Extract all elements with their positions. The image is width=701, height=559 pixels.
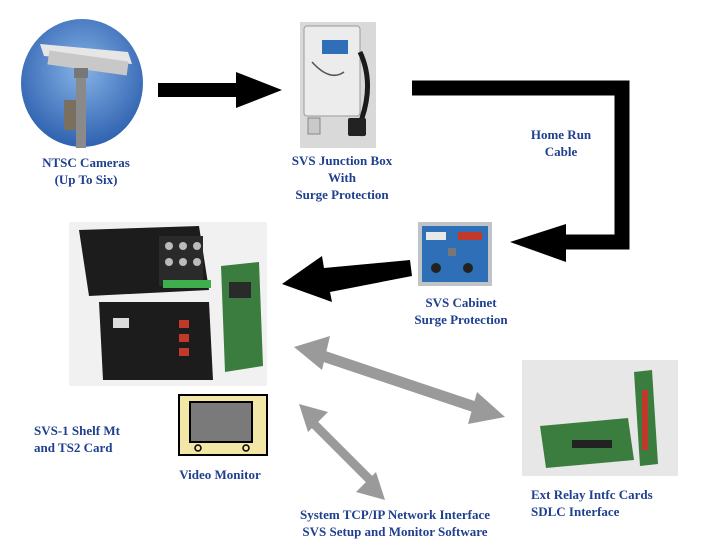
label-line: SVS Setup and Monitor Software xyxy=(302,524,488,539)
label-line: Surge Protection xyxy=(295,187,389,202)
label-line: SVS Cabinet xyxy=(425,295,497,310)
junction-box-image xyxy=(300,22,376,148)
label-video-monitor: Video Monitor xyxy=(160,466,280,483)
label-line: With xyxy=(328,170,356,185)
relay-interface-cards-image xyxy=(522,360,678,476)
label-line: System TCP/IP Network Interface xyxy=(299,507,491,522)
cabinet-surge-image xyxy=(418,222,492,286)
label-svs-cabinet: SVS Cabinet Surge Protection xyxy=(396,294,526,328)
label-junction-box: SVS Junction Box With Surge Protection xyxy=(262,152,422,203)
label-line: NTSC Cameras xyxy=(42,155,130,170)
label-home-run-cable: Home Run Cable xyxy=(516,126,606,160)
label-ntsc-cameras: NTSC Cameras (Up To Six) xyxy=(22,154,150,188)
arrow-shelf-relay-double xyxy=(294,336,505,424)
label-line: Surge Protection xyxy=(414,312,508,327)
label-line: and TS2 Card xyxy=(34,440,113,455)
label-line: SVS-1 Shelf Mt xyxy=(34,423,120,438)
home-run-cable-arrow xyxy=(412,80,630,262)
label-svs-shelf: SVS-1 Shelf Mt and TS2 Card xyxy=(34,422,154,456)
video-monitor-icon xyxy=(178,394,268,456)
arrow-network-double xyxy=(299,404,385,500)
svs-shelf-mount-image xyxy=(69,222,267,386)
arrow-camera-to-junction xyxy=(158,72,282,108)
label-line: (Up To Six) xyxy=(54,172,118,187)
label-line: SDLC Interface xyxy=(531,504,620,519)
label-line: Cable xyxy=(544,144,578,159)
label-line: SVS Junction Box xyxy=(291,153,393,168)
label-line: Home Run xyxy=(530,127,592,142)
label-relay-cards: Ext Relay Intfc Cards SDLC Interface xyxy=(531,486,691,520)
label-network-interface: System TCP/IP Network Interface SVS Setu… xyxy=(270,506,520,540)
label-line: Ext Relay Intfc Cards xyxy=(531,487,653,502)
label-line: Video Monitor xyxy=(179,467,261,482)
ntsc-camera-image xyxy=(21,19,143,148)
arrow-cabinet-to-shelf xyxy=(282,256,412,302)
